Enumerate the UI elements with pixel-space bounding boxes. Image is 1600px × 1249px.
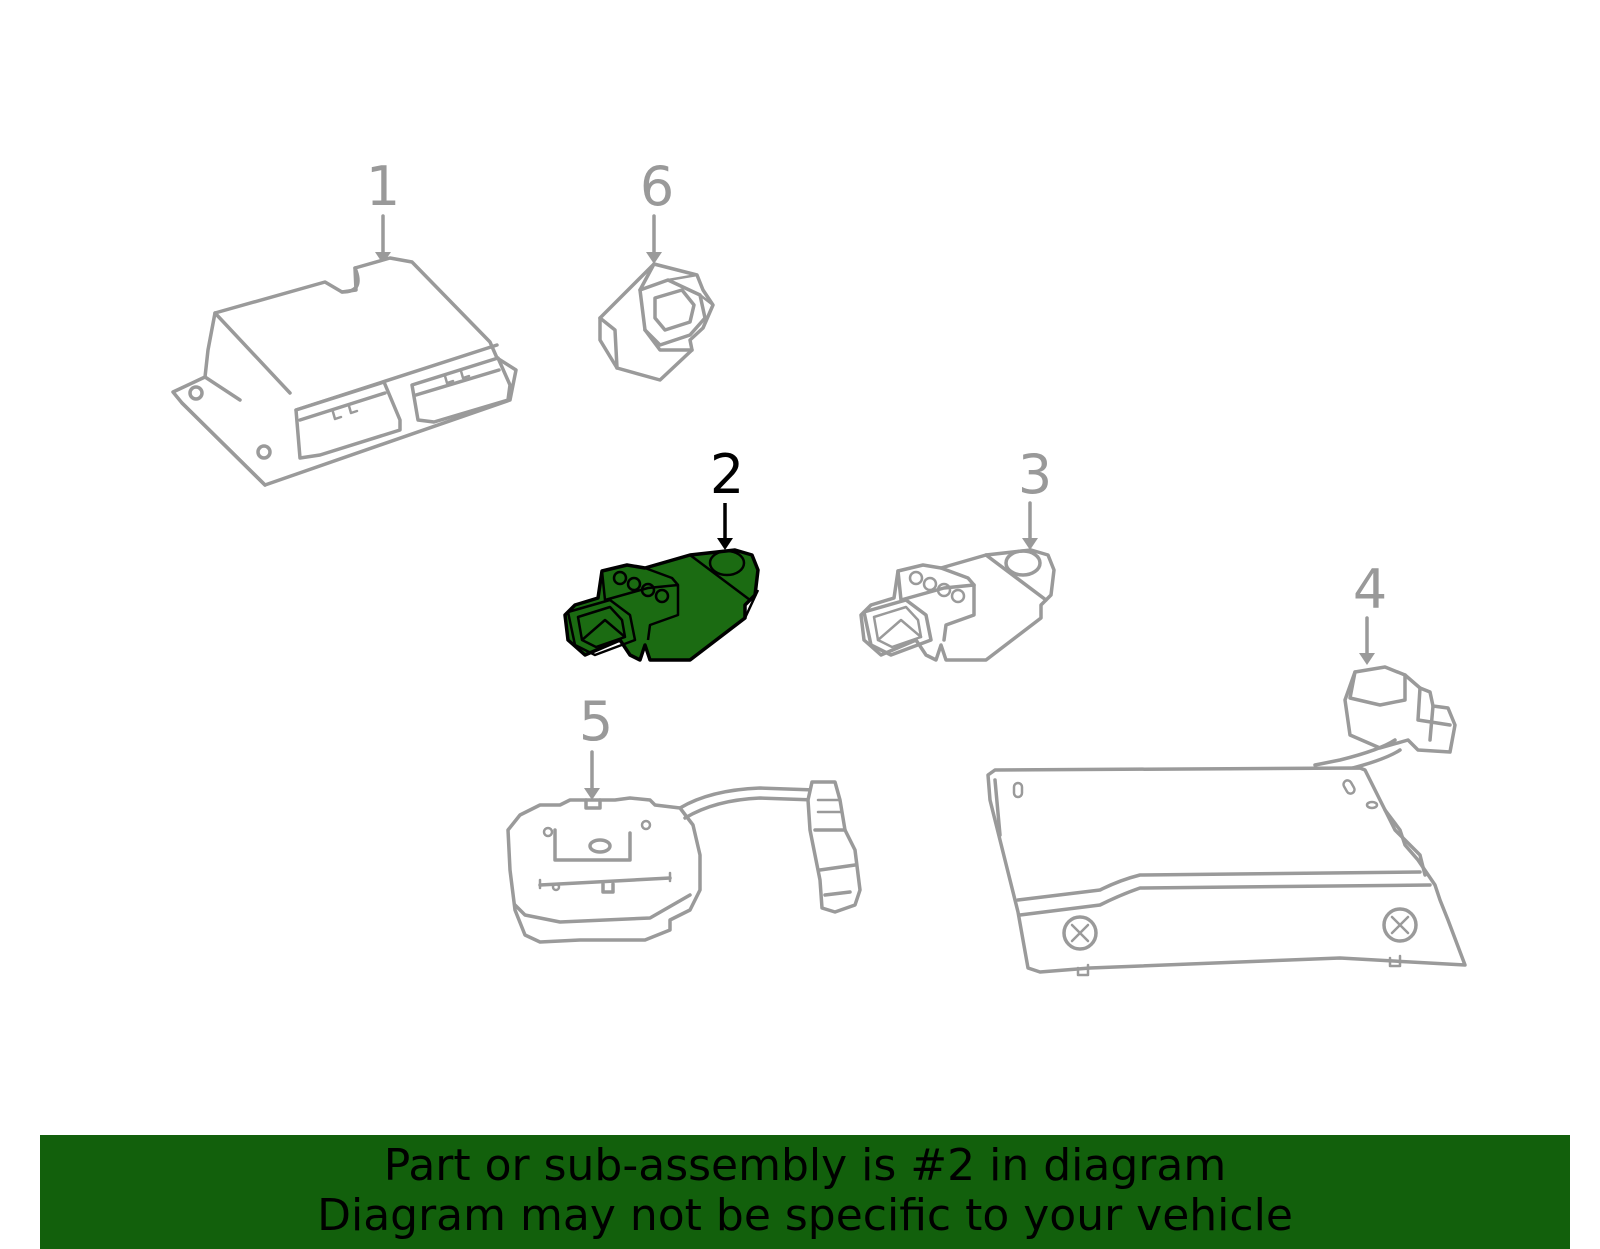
- banner-line-2: Diagram may not be specific to your vehi…: [317, 1190, 1293, 1241]
- banner-line-1: Part or sub-assembly is #2 in diagram: [383, 1140, 1227, 1191]
- callout-6-arrowhead: [646, 252, 662, 264]
- callout-1-arrowhead: [375, 252, 391, 264]
- callout-1-label: 1: [366, 155, 400, 218]
- part-5-sensor-harness[interactable]: 5: [506, 690, 862, 944]
- part-4-module-bracket[interactable]: 4: [986, 558, 1467, 977]
- callout-2-arrowhead: [717, 538, 733, 550]
- sensor-5-drawing: [506, 780, 862, 944]
- part-1-control-module[interactable]: 1: [171, 155, 518, 487]
- callout-5-arrowhead: [584, 788, 600, 800]
- callout-6-label: 6: [640, 155, 674, 218]
- part-2-impact-sensor-selected[interactable]: 2: [563, 443, 760, 662]
- impact-sensor-3-drawing: [859, 548, 1056, 662]
- callout-3-label: 3: [1018, 443, 1052, 506]
- sensor-6-drawing: [598, 262, 715, 382]
- control-module-drawing: [171, 256, 518, 487]
- callout-5-label: 5: [579, 690, 613, 753]
- module-4-drawing: [986, 665, 1467, 977]
- callout-4-label: 4: [1353, 558, 1387, 621]
- parts-diagram: 1 6: [171, 155, 1467, 977]
- callout-2-label: 2: [710, 443, 744, 506]
- impact-sensor-2-drawing: [563, 548, 760, 662]
- callout-3-arrowhead: [1022, 538, 1038, 550]
- part-6-sensor[interactable]: 6: [598, 155, 715, 382]
- info-banner: Part or sub-assembly is #2 in diagram Di…: [40, 1135, 1570, 1249]
- part-3-impact-sensor[interactable]: 3: [859, 443, 1056, 662]
- callout-4-arrowhead: [1359, 653, 1375, 665]
